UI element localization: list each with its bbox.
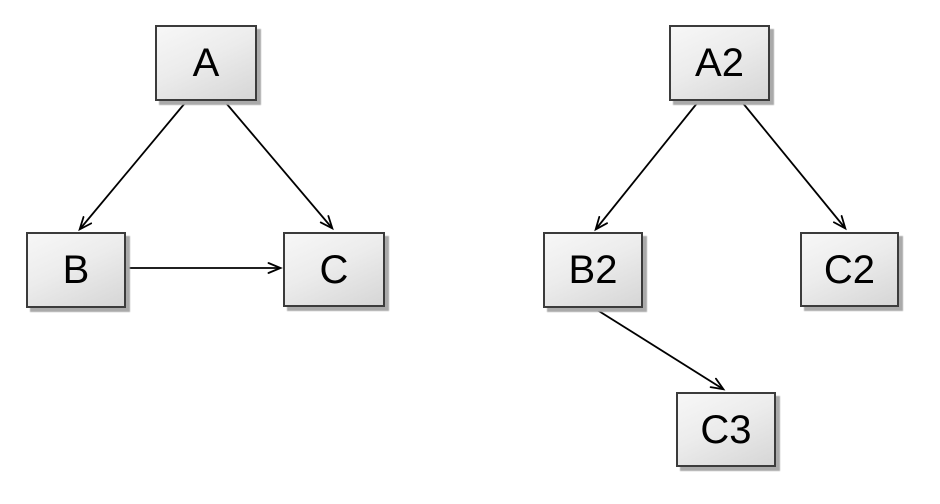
node-label-C2: C2 [823,247,876,292]
node-B2[interactable]: B2 [543,232,643,308]
node-label-C: C [319,247,349,292]
node-B[interactable]: B [26,232,126,308]
node-label-A2: A2 [695,41,744,85]
node-label-A: A [192,41,220,85]
node-A2[interactable]: A2 [669,25,770,101]
node-label-B2: B2 [568,248,618,292]
edge-B2-C3[interactable] [593,307,726,391]
edge-A2-C2[interactable] [741,101,847,231]
node-label-C3: C3 [700,407,752,452]
node-A[interactable]: A [155,25,257,101]
edge-A-C[interactable] [225,102,334,231]
node-C[interactable]: C [283,232,385,307]
node-C2[interactable]: C2 [800,232,899,307]
edge-A-B[interactable] [78,102,186,232]
node-C3[interactable]: C3 [676,392,776,467]
node-label-B: B [62,248,90,292]
edge-A2-B2[interactable] [594,101,699,232]
